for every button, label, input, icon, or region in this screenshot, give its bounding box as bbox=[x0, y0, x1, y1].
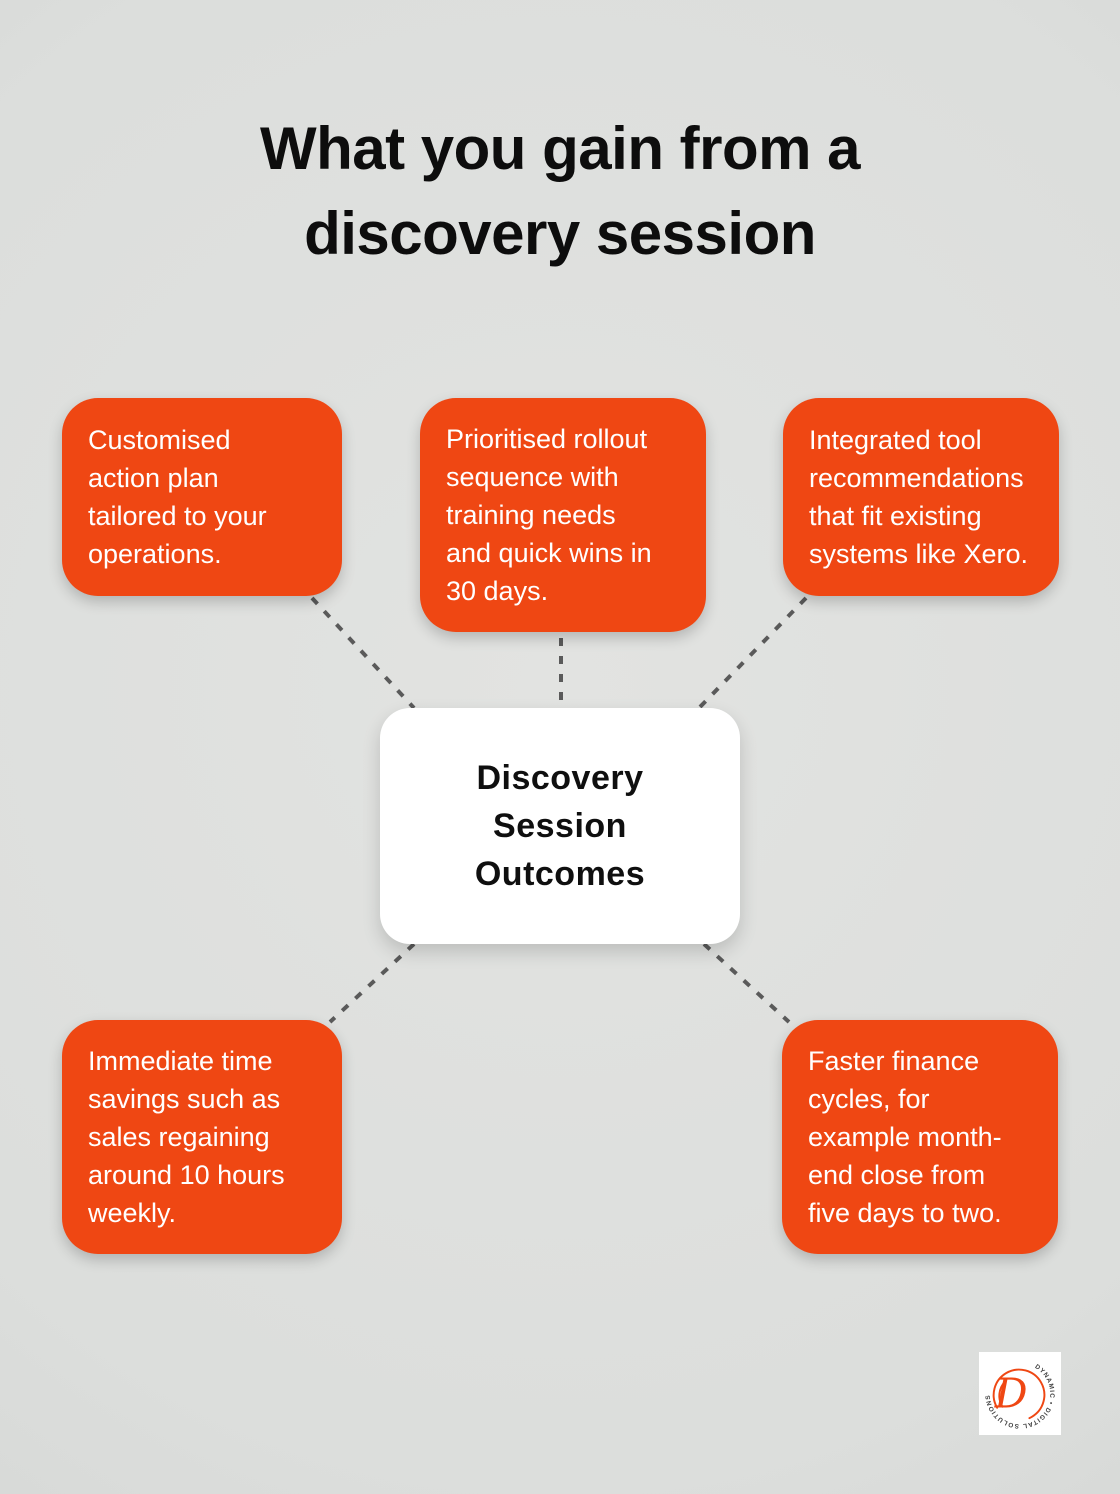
outcome-card-customised-action-plan: Customised action plan tailored to your … bbox=[62, 398, 342, 596]
center-node-label: Discovery Session Outcomes bbox=[474, 759, 646, 893]
outcome-card-text: Immediate time savings such as sales reg… bbox=[88, 1046, 285, 1228]
brand-logo: DYNAMIC • DIGITAL SOLUTIONS D bbox=[979, 1352, 1061, 1435]
logo-monogram: D bbox=[994, 1369, 1028, 1417]
page-title: What you gain from a discovery session bbox=[259, 115, 861, 267]
connector-bottom-left bbox=[328, 942, 416, 1024]
center-node: Discovery Session Outcomes bbox=[380, 708, 740, 944]
logo-inner-swirl bbox=[998, 1379, 1007, 1408]
outcome-card-text: Faster finance cycles, for example month… bbox=[808, 1046, 1002, 1228]
connector-top-right bbox=[697, 596, 808, 710]
connector-bottom-right bbox=[702, 942, 791, 1024]
outcome-card-faster-finance: Faster finance cycles, for example month… bbox=[782, 1020, 1058, 1254]
connector-top-left bbox=[310, 596, 416, 710]
outcome-card-integrated-tools: Integrated tool recommendations that fit… bbox=[783, 398, 1059, 596]
outcome-card-text: Prioritised rollout sequence with traini… bbox=[446, 424, 652, 606]
outcome-card-text: Customised action plan tailored to your … bbox=[88, 425, 267, 569]
logo-circle-stroke bbox=[992, 1368, 1046, 1421]
outcome-card-time-savings: Immediate time savings such as sales reg… bbox=[62, 1020, 342, 1254]
outcome-card-prioritised-rollout: Prioritised rollout sequence with traini… bbox=[420, 398, 706, 632]
outcome-card-text: Integrated tool recommendations that fit… bbox=[809, 425, 1029, 569]
